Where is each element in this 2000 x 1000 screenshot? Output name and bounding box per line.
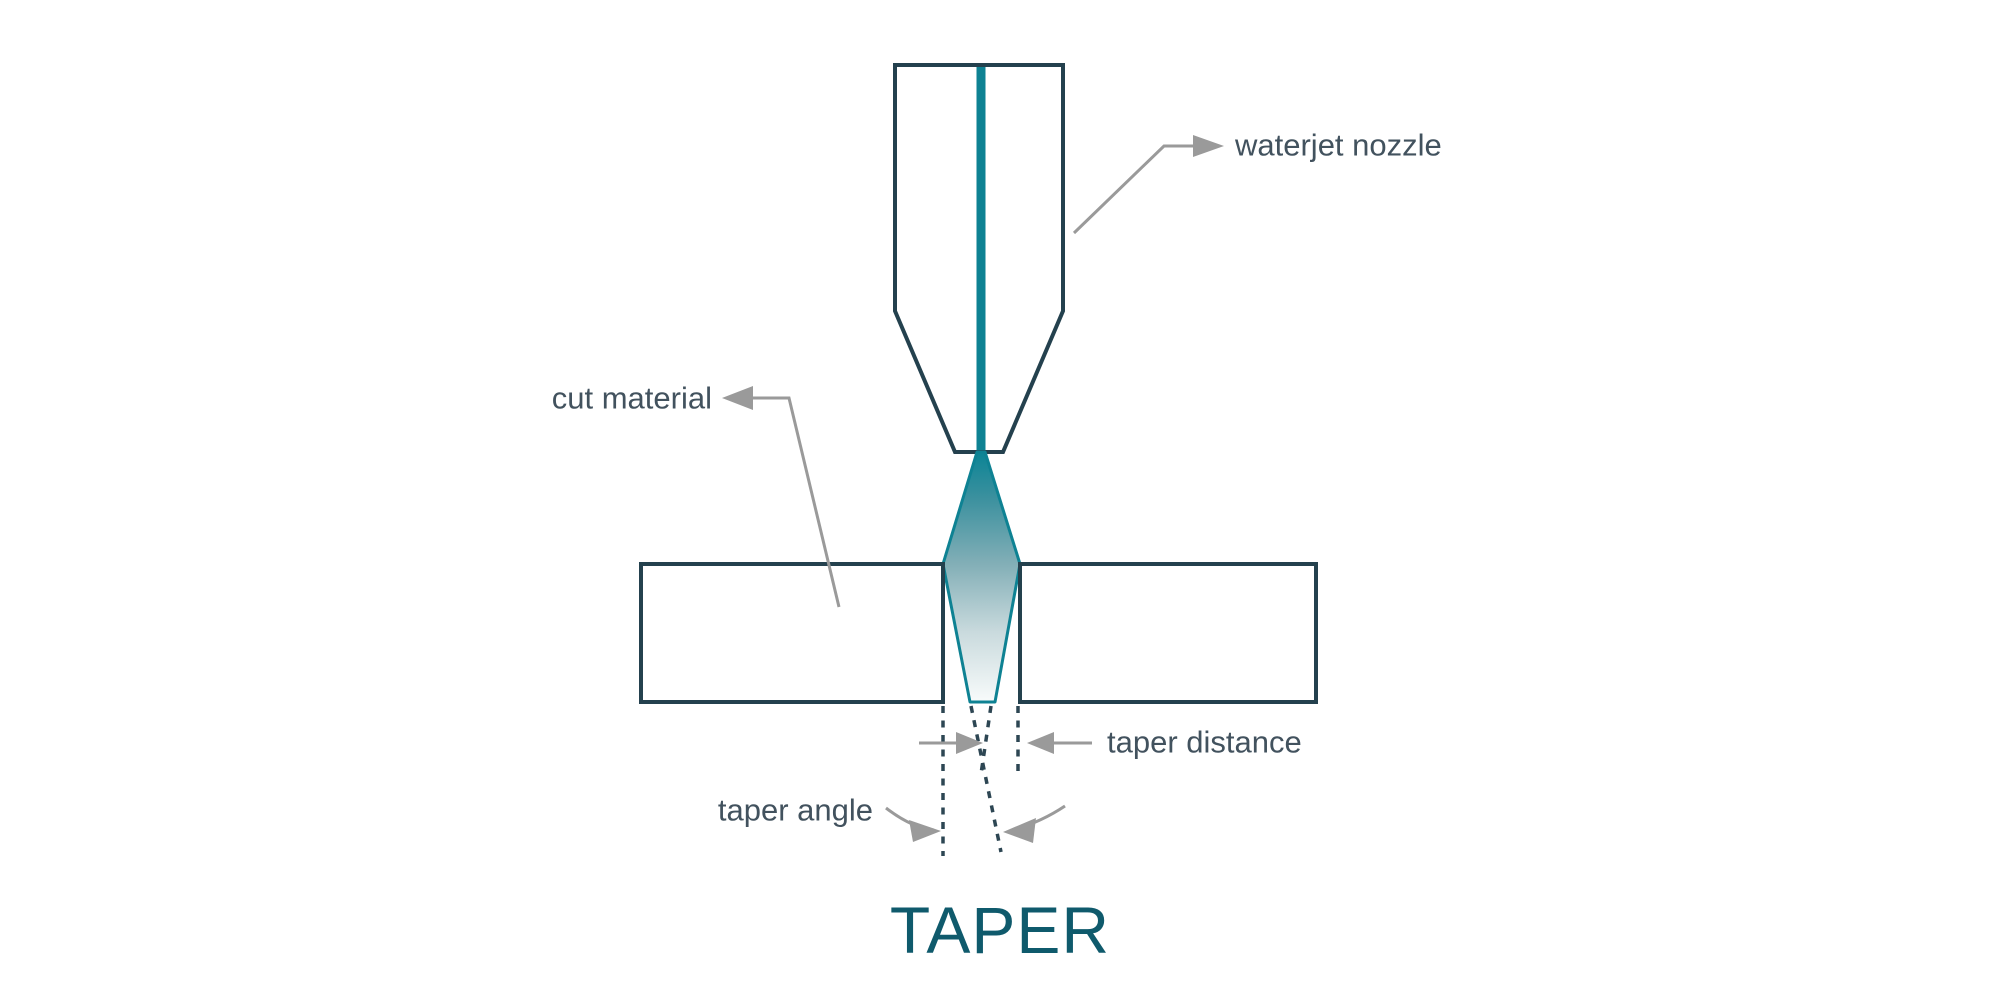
taper-angle-right-arrowhead [1003,818,1036,843]
taper-distance-right-arrowhead [1027,732,1054,754]
material-left-block [639,562,945,704]
taper-right-edge-extension-dashed [979,705,993,775]
waterjet-nozzle-arrowhead [1193,135,1224,157]
cut-material-arrowhead [722,386,753,410]
cut-material-label: cut material [551,380,712,416]
taper-angle-left-arrowhead [909,820,941,842]
jet-taper-kerf-shape [941,450,1022,704]
diagram-title: TAPER [889,893,1111,967]
waterjet-nozzle-label: waterjet nozzle [1235,127,1442,163]
cut-material-leader-line [753,396,841,608]
waterjet-nozzle-leader-line [1072,144,1213,235]
nozzle-body-outline [893,63,1065,454]
taper-angle-label: taper angle [717,792,873,828]
taper-distance-label: taper distance [1107,724,1302,760]
material-right-block [1018,562,1318,704]
taper-construction-lines [941,705,1020,856]
taper-left-edge-extension-dashed [969,705,1003,853]
taper-distance-left-arrowhead [956,732,983,754]
callout-leaders [722,135,1224,843]
